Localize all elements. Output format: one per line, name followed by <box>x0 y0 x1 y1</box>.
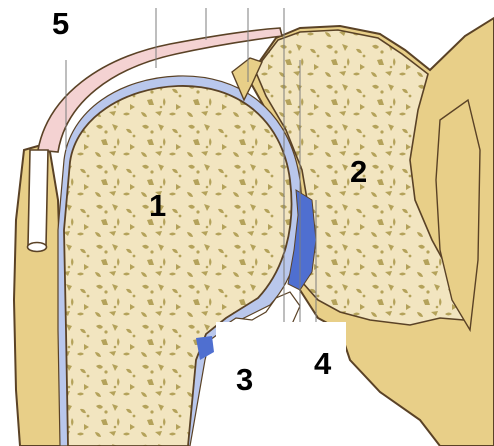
capsule-tube-end <box>28 243 47 252</box>
label-1: 1 <box>149 190 166 221</box>
label-5: 5 <box>52 8 69 39</box>
label-2: 2 <box>350 156 367 187</box>
label-3: 3 <box>236 364 253 395</box>
capsule-tube <box>28 150 48 246</box>
label-4: 4 <box>314 348 331 379</box>
